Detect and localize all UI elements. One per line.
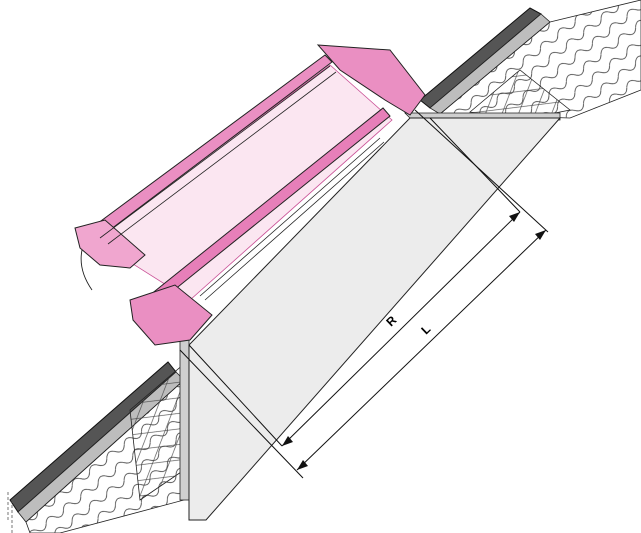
lower-roof-section [7, 339, 190, 533]
extension-line-bottom-outer [179, 349, 304, 479]
arrow-inner-bottom [282, 436, 293, 446]
dimension-arrows [282, 212, 546, 470]
lower-lining-trim [179, 339, 190, 501]
dimension-lines [179, 109, 549, 479]
lower-roof-dash-line [7, 490, 13, 533]
window-frame-head [316, 44, 426, 116]
arrow-outer-bottom [297, 460, 308, 470]
upper-roof-section [404, 0, 641, 121]
dimension-line-inner [281, 211, 521, 447]
arrow-inner-top [509, 212, 520, 222]
upper-insulation [438, 0, 641, 119]
roof-window-unit [74, 44, 426, 346]
dimension-label-outer: L [418, 322, 433, 337]
dimension-line-outer [296, 229, 547, 471]
window-handle-wire [80, 249, 93, 291]
arrow-outer-top [535, 230, 546, 240]
extension-line-bottom-inner [188, 344, 283, 447]
window-frame-sill [129, 284, 213, 346]
window-sash-bottom [74, 219, 146, 269]
interior-lining [188, 117, 562, 521]
extension-line-top-outer [414, 109, 549, 233]
window-pane-lines [99, 65, 385, 301]
